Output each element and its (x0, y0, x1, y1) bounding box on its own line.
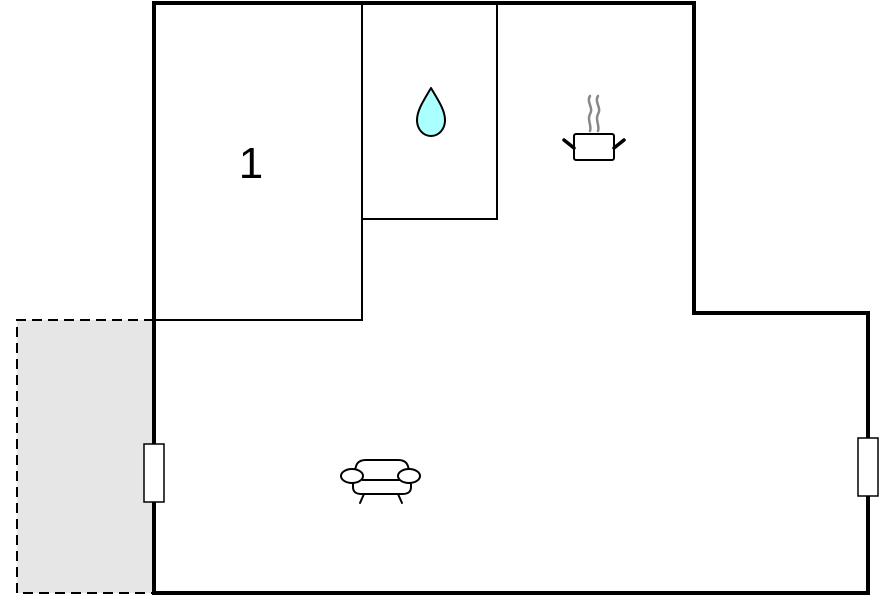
interior-walls (154, 3, 498, 321)
sofa-icon (340, 459, 421, 504)
exterior-walls (152, 1, 870, 595)
room-label-bedroom: 1 (239, 139, 263, 188)
window-left (143, 443, 165, 503)
cooking-pot-icon (562, 94, 626, 161)
water-drop-icon (416, 87, 446, 137)
window-right (857, 437, 879, 497)
terrace-area (16, 319, 154, 594)
